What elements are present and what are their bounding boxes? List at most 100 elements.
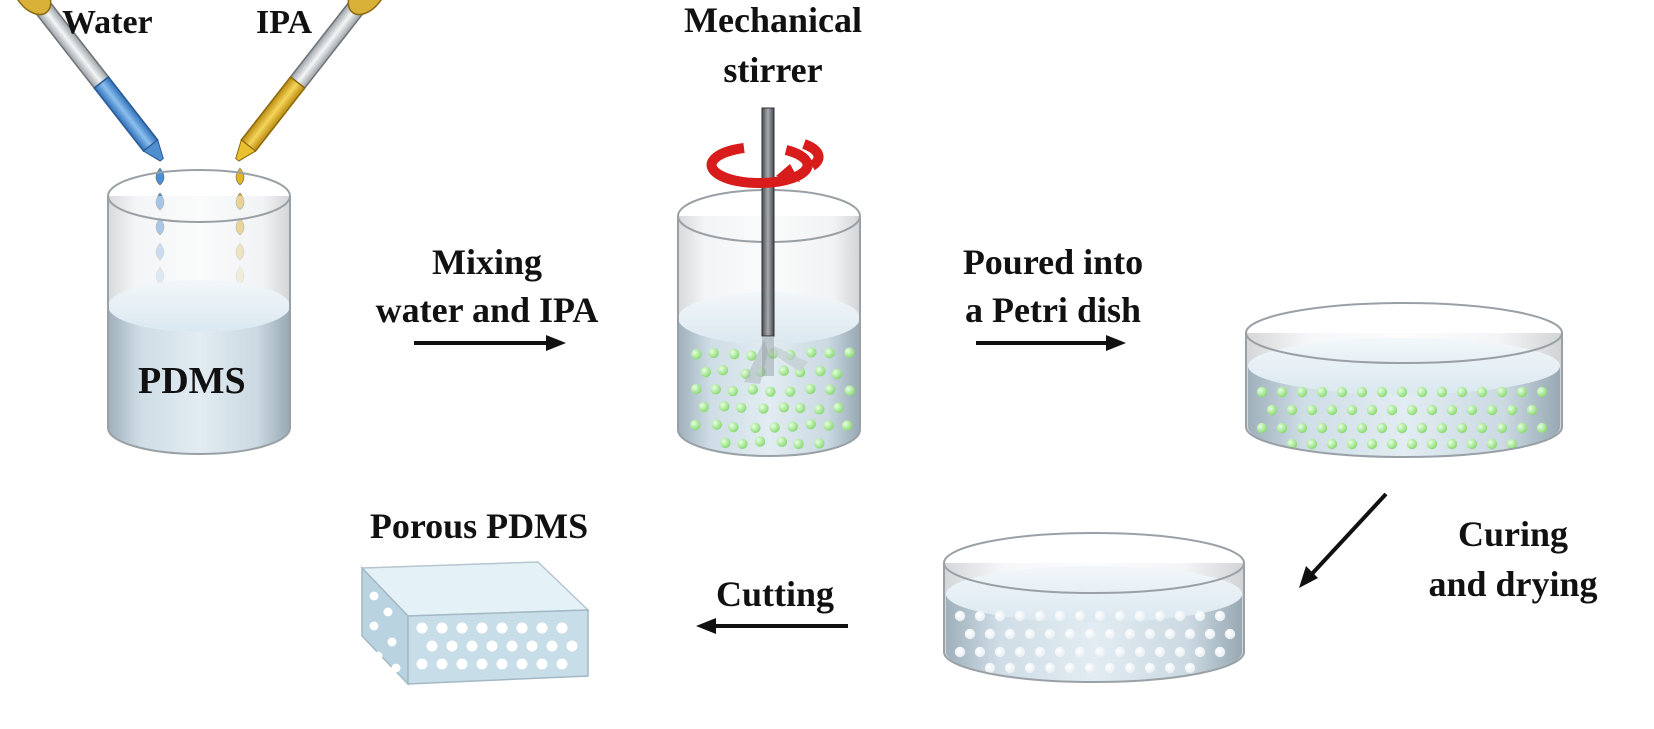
bubble (1416, 422, 1428, 434)
pore (416, 658, 428, 670)
bubble (793, 438, 804, 450)
bubble (1296, 422, 1308, 434)
bubble (746, 350, 757, 361)
label-porous-pdms: Porous PDMS (369, 506, 589, 546)
label-water: Water (62, 4, 153, 41)
bubble (1266, 404, 1278, 416)
bubble (1306, 404, 1318, 416)
bubble (1276, 386, 1288, 398)
bubble (1356, 422, 1368, 434)
pore (496, 622, 508, 634)
arrow-poured (976, 335, 1126, 351)
label-poured-line2: a Petri dish (965, 290, 1141, 330)
pore (486, 640, 498, 652)
bubble (1476, 422, 1488, 434)
pore (1164, 662, 1176, 674)
bubble (690, 419, 701, 431)
pore (456, 658, 468, 670)
bubble (1536, 386, 1548, 398)
bubble (1356, 386, 1368, 398)
bubble (708, 347, 719, 359)
bubble (1326, 438, 1338, 450)
pore (1144, 662, 1156, 674)
pore (369, 591, 379, 601)
bubble (736, 402, 747, 413)
pore (1104, 662, 1116, 674)
droplet-icon (155, 167, 165, 186)
pore (1114, 646, 1126, 658)
pore (954, 610, 966, 622)
pore (1124, 662, 1136, 674)
bubble (1336, 386, 1348, 398)
label-stirrer-line1: Mechanical (684, 0, 862, 40)
pore (1124, 628, 1136, 640)
bubble (1496, 422, 1508, 434)
pore (974, 610, 986, 622)
bubble (1386, 438, 1398, 450)
label-curing-line1: Curing (1457, 514, 1569, 554)
pore (964, 628, 976, 640)
bubble (1286, 404, 1298, 416)
bubble (823, 420, 834, 431)
pore (1104, 628, 1116, 640)
bubble (1476, 386, 1488, 398)
arrow-curing (1299, 492, 1388, 588)
pore (556, 622, 568, 634)
bubble (794, 402, 806, 414)
bubble (1446, 404, 1458, 416)
bubble (700, 366, 712, 378)
pore (446, 640, 458, 652)
bubble (727, 385, 738, 397)
bubble (1456, 422, 1468, 434)
pore (1154, 610, 1166, 622)
label-cutting: Cutting (715, 574, 835, 614)
bubble (720, 437, 731, 449)
bubble (1466, 404, 1478, 416)
bubble (1506, 438, 1518, 450)
droplet-icon (235, 167, 245, 186)
label-poured-line1: Poured into (962, 242, 1144, 282)
pore (369, 621, 379, 631)
bubble (754, 436, 766, 447)
bubble (711, 419, 722, 430)
arrow-cutting (696, 618, 848, 634)
bubble (1376, 386, 1388, 398)
bubble (1516, 422, 1528, 434)
bubble (1396, 422, 1408, 434)
bubble (1436, 386, 1448, 398)
bubble (815, 365, 826, 377)
bubble (691, 349, 702, 360)
pore (954, 646, 966, 658)
pore (516, 622, 528, 634)
stirrer-rod (761, 107, 775, 337)
bubble (769, 422, 780, 433)
pore (566, 640, 578, 652)
bubble (824, 384, 836, 395)
bubble (784, 386, 796, 397)
water-pipette (12, 0, 164, 162)
label-mixing-line1: Mixing (431, 242, 542, 282)
pore (526, 640, 538, 652)
pore (1094, 610, 1106, 622)
pore (496, 658, 508, 670)
bubble (1366, 404, 1378, 416)
bubble (805, 418, 816, 430)
bubble (1256, 422, 1268, 434)
pore (1004, 628, 1016, 640)
pore (1184, 628, 1196, 640)
bubble (1286, 438, 1298, 450)
bubble (844, 385, 855, 396)
bubble (1486, 438, 1498, 450)
label-curing-line2: and drying (1428, 564, 1598, 604)
bubble (717, 365, 729, 376)
bubble (758, 403, 769, 414)
bubble (1446, 438, 1458, 450)
bubble (1366, 438, 1378, 450)
pore (1034, 610, 1046, 622)
bubble (824, 347, 835, 359)
bubble (729, 348, 740, 360)
pore (1064, 628, 1076, 640)
rotation-arrow-icon (706, 139, 824, 189)
pore (974, 646, 986, 658)
pore (436, 658, 448, 670)
